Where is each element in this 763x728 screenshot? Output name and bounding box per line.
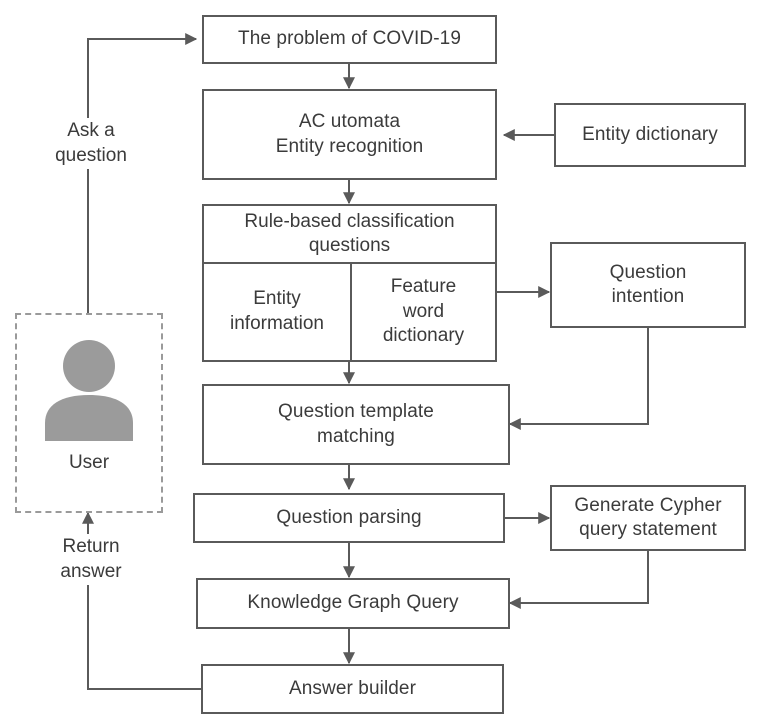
edge-label-ask-a-question: Ask a question	[28, 118, 154, 170]
node-question-parsing-label: Question parsing	[276, 506, 422, 528]
user-avatar-icon	[37, 337, 141, 446]
node-problem-of-covid19-label: The problem of COVID-19	[238, 28, 461, 50]
node-rule-based-classification-header: Rule-based classification questions	[204, 206, 495, 264]
node-question-template-matching-label: Question template matching	[278, 401, 434, 447]
node-question-template-matching[interactable]: Question template matching	[202, 384, 510, 465]
node-ac-automata-entity-recognition[interactable]: AC utomata Entity recognition	[202, 89, 497, 180]
node-user[interactable]: User	[15, 313, 163, 513]
node-user-label: User	[68, 452, 110, 473]
rule-based-cell-divider	[350, 264, 352, 362]
node-ac-automata-label: AC utomata Entity recognition	[275, 111, 424, 157]
node-rule-based-classification-group[interactable]: Rule-based classification questions Enti…	[202, 204, 497, 362]
node-generate-cypher-label: Generate Cypher query statement	[574, 494, 722, 540]
edge-label-return-answer: Return answer	[28, 534, 154, 586]
node-generate-cypher-query-statement[interactable]: Generate Cypher query statement	[550, 485, 746, 551]
node-problem-of-covid19[interactable]: The problem of COVID-19	[202, 15, 497, 64]
node-entity-dictionary-label: Entity dictionary	[582, 123, 718, 145]
node-knowledge-graph-query-label: Knowledge Graph Query	[247, 592, 459, 614]
node-question-intention[interactable]: Question intention	[550, 242, 746, 328]
node-question-parsing[interactable]: Question parsing	[193, 493, 505, 543]
edge-intention-to-template	[508, 328, 649, 430]
node-entity-information-cell[interactable]: Entity information	[230, 288, 324, 334]
node-answer-builder[interactable]: Answer builder	[201, 664, 504, 714]
node-question-intention-label: Question intention	[609, 261, 687, 307]
edge-cypher-to-kgquery	[508, 551, 649, 609]
node-knowledge-graph-query[interactable]: Knowledge Graph Query	[196, 578, 510, 629]
node-answer-builder-label: Answer builder	[288, 677, 417, 699]
node-entity-dictionary[interactable]: Entity dictionary	[554, 103, 746, 167]
edge-user-to-problem	[87, 33, 198, 313]
node-feature-word-dictionary-cell[interactable]: Feature word dictionary	[382, 275, 465, 347]
